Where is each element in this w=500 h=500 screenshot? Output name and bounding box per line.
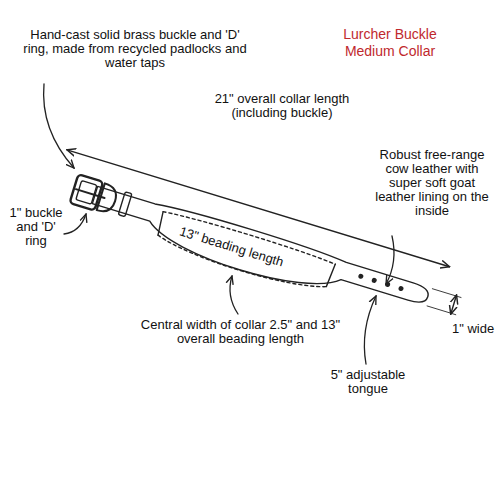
dimension-line <box>451 295 457 314</box>
leader-line <box>364 296 376 364</box>
annotation: 1" wide <box>452 322 496 336</box>
extension-line <box>427 289 461 315</box>
keeper-loop <box>118 192 132 217</box>
leader-line <box>64 214 86 234</box>
tongue-holes <box>359 274 404 291</box>
annotation: 1" buckle and 'D' ring <box>4 206 68 248</box>
annotation: 13" beading length <box>176 224 303 275</box>
annotation: 5" adjustable tongue <box>316 368 420 396</box>
annotation: Central width of collar 2.5" and 13" ove… <box>138 318 343 346</box>
leader-line <box>386 236 394 284</box>
d-ring <box>97 183 120 214</box>
collar-strap <box>86 183 431 325</box>
annotation: Hand-cast solid brass buckle and 'D' rin… <box>20 28 250 70</box>
leader-line <box>44 84 74 168</box>
leader-line <box>230 276 238 314</box>
annotation: 21" overall collar length (including buc… <box>212 92 352 120</box>
title: Lurcher Buckle Medium Collar <box>330 26 450 60</box>
annotation: Robust free-range cow leather with super… <box>370 148 494 218</box>
